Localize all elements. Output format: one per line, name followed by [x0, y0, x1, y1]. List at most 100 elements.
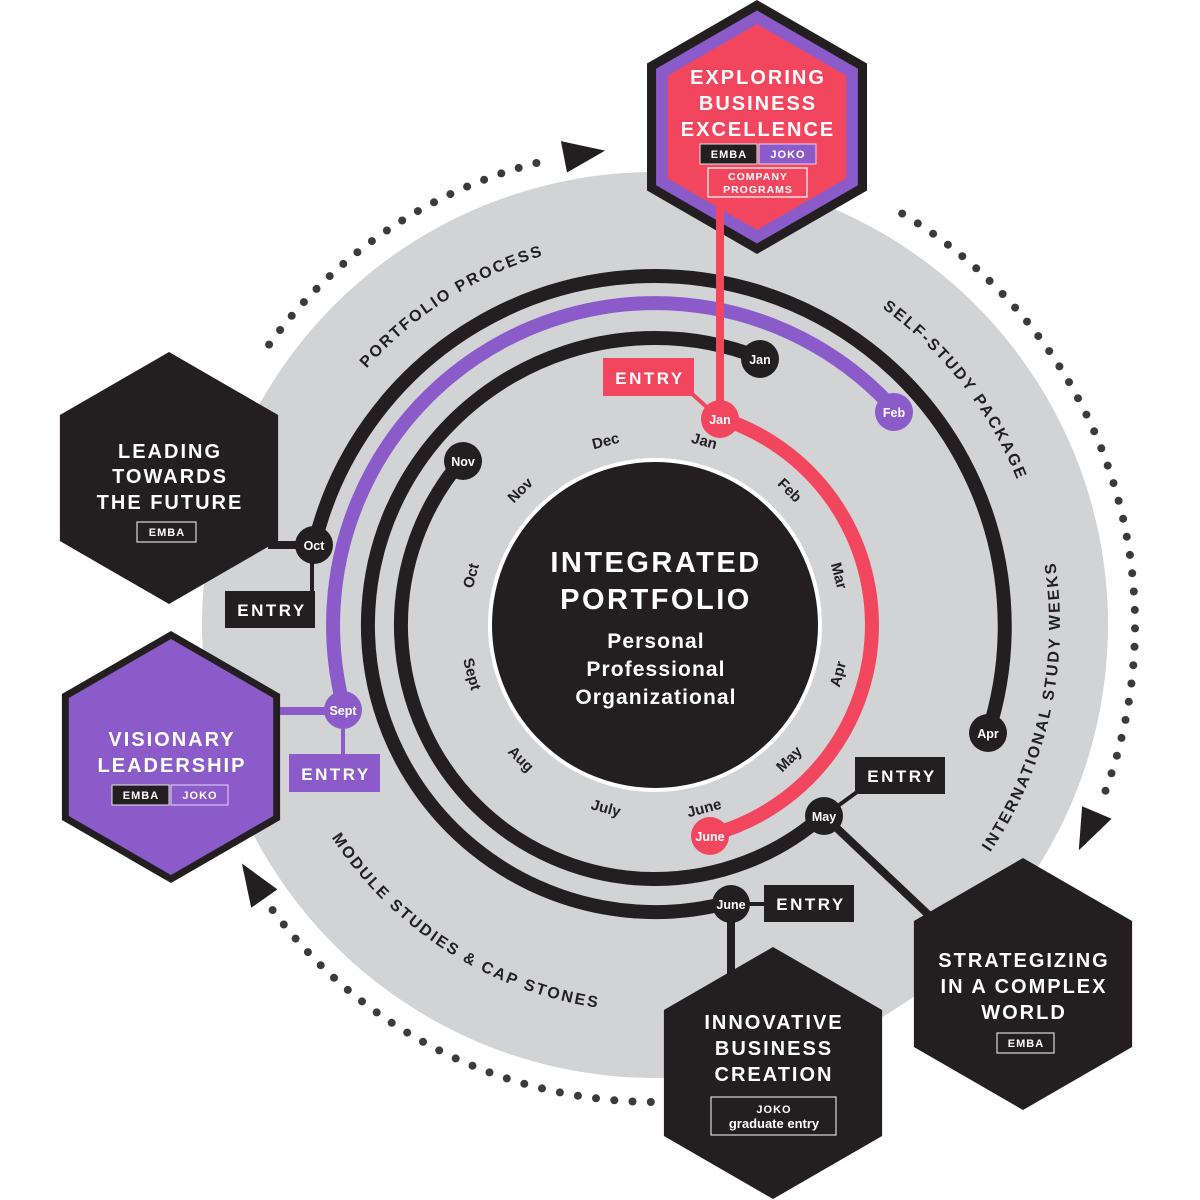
node-circle [712, 885, 750, 923]
arrow-dot [398, 216, 407, 225]
arrow-dot [387, 1018, 396, 1027]
node-visionary-end: Feb [875, 393, 913, 431]
arrow-dot [1055, 362, 1064, 371]
badge-emba [136, 521, 197, 543]
ring-innovative-business-creation [360, 331, 768, 919]
arrow-dot [1129, 587, 1138, 596]
core-dimension-personal: Personal [607, 630, 705, 653]
entry-text: ENTRY [301, 765, 371, 784]
node-exploring-start: Jan [701, 400, 739, 438]
hex-leading-towards-the-future: LEADING TOWARDS THE FUTURE EMBA [59, 352, 279, 604]
ring-visionary-leadership [326, 296, 903, 717]
arrow-dot [913, 219, 922, 228]
hex-title-line: STRATEGIZING [938, 950, 1109, 972]
arrow-dot [532, 159, 541, 167]
node-label: June [695, 830, 724, 844]
arrow-dot [1109, 479, 1118, 488]
month-label: Apr [827, 659, 850, 689]
arrow-dot [958, 252, 967, 261]
arrow-dot [1117, 733, 1126, 742]
arrow-dot [972, 264, 981, 273]
arrow-dot [1119, 514, 1128, 523]
ring-nodes: Jan June Oct Apr Sept Feb June Jan [295, 340, 1007, 923]
hex-title-line: BUSINESS [699, 93, 817, 115]
entry-innovative: ENTRY [764, 885, 854, 922]
arrow-dot [1125, 550, 1134, 559]
node-circle [444, 442, 482, 480]
hex-title-line: INNOVATIVE [704, 1012, 843, 1034]
hex-title-line: LEADING [118, 441, 222, 463]
hex-title-line: EXCELLENCE [681, 119, 835, 141]
hex-fill [667, 24, 847, 230]
node-strategizing-start: May [805, 797, 843, 835]
badge-joko-graduate-entry [710, 1096, 837, 1136]
core-title-line-1: INTEGRATED [550, 547, 761, 579]
arrow-dot [1114, 496, 1123, 505]
hex-exploring-business-excellence: EXPLORING BUSINESS EXCELLENCE EMBA JOKO … [647, 0, 867, 254]
core-circle [488, 458, 822, 792]
arrow-dot [330, 973, 338, 982]
node-exploring-end: June [691, 817, 729, 855]
arrow-dot [485, 1068, 494, 1077]
arrow-dot [1045, 347, 1054, 356]
arrow-dot [446, 190, 455, 199]
badge-emba-text: EMBA [1008, 1038, 1044, 1050]
hex-fill [663, 947, 883, 1199]
entry-text: ENTRY [867, 767, 937, 786]
arrow-dot [463, 182, 472, 191]
hex-title-line: VISIONARY [108, 729, 235, 751]
arrow-dot [468, 1061, 477, 1070]
month-label: Oct [460, 562, 483, 591]
arrow-dot [339, 259, 348, 268]
arrow-dot [1097, 444, 1106, 453]
node-visionary-start: Sept [324, 691, 362, 729]
badge-graduate-entry-text: graduate entry [729, 1116, 820, 1131]
arrow-dot [316, 961, 325, 970]
arrow-dot [367, 237, 376, 246]
node-innovative-end: Jan [741, 340, 779, 378]
node-label: Nov [451, 455, 475, 469]
arrow-dot [435, 1046, 444, 1055]
arrow-dot [646, 1098, 655, 1106]
node-circle [691, 817, 729, 855]
arrow-dot [1082, 410, 1091, 419]
arrow-dot [1101, 786, 1110, 795]
core-title-line-2: PORTFOLIO [560, 584, 752, 616]
month-label: Mar [827, 561, 850, 591]
hex-title-line: IN A COMPLEX [941, 976, 1108, 998]
badge-emba [699, 143, 758, 165]
badge-company-programs-line: COMPANY [728, 171, 788, 183]
arrowhead-icon [1078, 806, 1112, 851]
arrow-dot [1124, 697, 1133, 706]
core-dimension-professional: Professional [586, 658, 725, 681]
entry-box [225, 591, 315, 628]
arrow-dot [299, 298, 308, 307]
node-leading-end: Apr [969, 714, 1007, 752]
arrow-dot [1090, 427, 1099, 436]
arrow-dot [514, 163, 523, 172]
hex-fill [68, 639, 274, 875]
arrow-dot [358, 997, 366, 1006]
node-label: Sept [329, 704, 357, 718]
node-label: June [716, 898, 745, 912]
arrow-dot [325, 272, 334, 281]
badge-emba-text: EMBA [711, 149, 747, 161]
node-leading-start: Oct [295, 526, 333, 564]
entry-box [764, 885, 854, 922]
node-circle [324, 691, 362, 729]
hex-visionary-leadership: VISIONARY LEADERSHIP EMBA JOKO [61, 631, 281, 883]
arrow-dot [276, 326, 285, 334]
arrow-dot [628, 1097, 637, 1106]
arrow-dot [1011, 303, 1020, 312]
arrowhead-icon [241, 863, 278, 908]
ring-exploring-business-excellence [703, 411, 879, 842]
hex-innovative-business-creation: INNOVATIVE BUSINESS CREATION JOKO gradua… [663, 947, 883, 1199]
entry-strategizing: ENTRY [855, 757, 945, 794]
arrow-dot [520, 1079, 529, 1088]
entry-leading: ENTRY [225, 591, 315, 628]
arrowhead-icon [560, 141, 606, 173]
arrow-dot [1074, 394, 1082, 403]
badge-emba [996, 1032, 1055, 1054]
arrow-dot [985, 276, 994, 285]
node-label: Apr [977, 727, 999, 741]
